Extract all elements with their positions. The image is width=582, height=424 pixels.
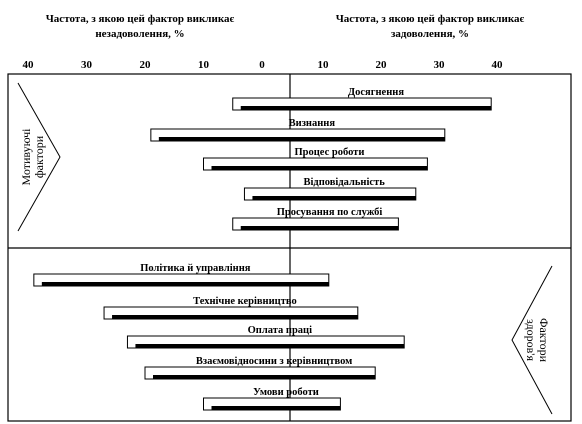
bar-shadow-0-1 — [158, 137, 445, 141]
bar-shadow-1-2 — [135, 344, 405, 348]
tick-right-10: 10 — [318, 59, 330, 71]
tick-left-10: 10 — [198, 59, 210, 71]
hygiene-bracket — [511, 265, 553, 415]
bar-shadow-1-4 — [211, 406, 341, 410]
bar-label-1-3: Взаємовідносини з керівництвом — [196, 356, 352, 367]
bar-label-0-4: Просування по службі — [277, 207, 383, 218]
bar-shadow-0-2 — [211, 166, 428, 170]
header-right-line1: Частота, з якою цей фактор викликає — [336, 13, 525, 25]
bar-label-1-1: Технічне керівництво — [193, 296, 297, 307]
bar-shadow-1-3 — [153, 375, 376, 379]
tick-left-30: 30 — [81, 59, 93, 71]
tick-left-40: 40 — [23, 59, 35, 71]
motivators-label-line2: фактори — [32, 135, 46, 178]
x-axis-ticks: 40 30 20 10 0 10 20 30 40 — [23, 59, 504, 71]
bar-shadow-1-0 — [41, 282, 329, 286]
bar-shadow-0-0 — [240, 106, 492, 110]
bar-shadow-1-1 — [112, 315, 358, 319]
bar-label-0-0: Досягнення — [348, 87, 404, 98]
header-left-line1: Частота, з якою цей фактор викликає — [46, 13, 235, 25]
bar-label-1-4: Умови роботи — [253, 387, 319, 398]
tick-left-20: 20 — [140, 59, 152, 71]
motivators-label-line1: Мотивуючі — [19, 128, 33, 186]
tick-right-20: 20 — [376, 59, 388, 71]
bar-shadow-0-3 — [252, 196, 416, 200]
tick-left-0: 0 — [259, 59, 265, 71]
bar-label-0-2: Процес роботи — [294, 147, 364, 158]
tick-right-30: 30 — [434, 59, 446, 71]
bar-shadow-0-4 — [240, 226, 399, 230]
bar-label-1-2: Оплата праці — [248, 325, 312, 336]
bar-label-0-1: Визнання — [289, 118, 336, 129]
bar-label-0-3: Відповідальність — [303, 177, 385, 188]
hygiene-label-line1: Фактори — [537, 318, 551, 363]
motivators-bracket — [17, 82, 61, 232]
hygiene-label-line2: здоров'я — [524, 319, 538, 361]
tick-right-40: 40 — [492, 59, 504, 71]
header-left-line2: незадоволення, % — [95, 28, 184, 40]
bar-label-1-0: Політика й управління — [140, 263, 251, 274]
header-right-line2: задоволення, % — [391, 28, 469, 40]
